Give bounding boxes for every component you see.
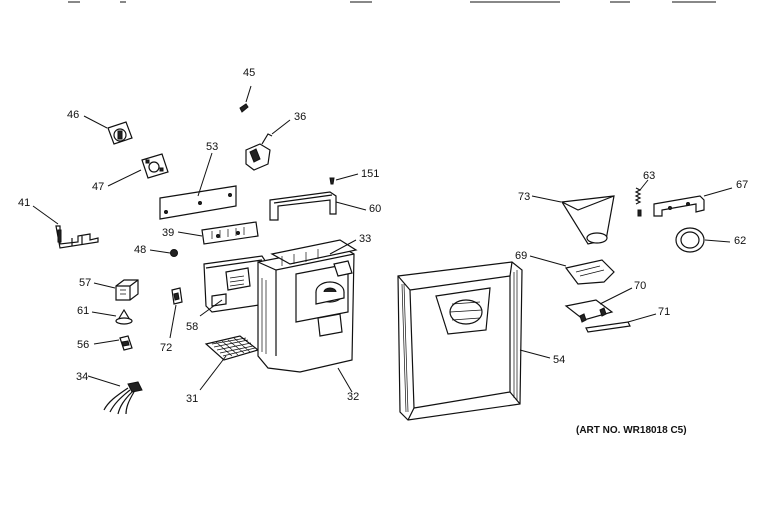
callout-56: 56 xyxy=(77,339,89,351)
callout-70: 70 xyxy=(634,280,646,292)
part-39-board xyxy=(177,221,259,245)
callout-69: 69 xyxy=(515,250,527,262)
callout-47: 47 xyxy=(92,181,104,193)
part-53-cover-plate xyxy=(159,152,237,220)
callout-41: 41 xyxy=(18,197,30,209)
callout-72: 72 xyxy=(160,342,172,354)
part-151-screw xyxy=(329,173,359,185)
part-58-frame xyxy=(199,255,267,317)
part-60-bracket xyxy=(269,191,367,221)
part-41-bracket xyxy=(32,205,99,249)
callout-63: 63 xyxy=(643,170,655,182)
callout-31: 31 xyxy=(186,393,198,405)
part-46-knob xyxy=(83,115,133,145)
callout-48: 48 xyxy=(134,244,146,256)
callout-34: 34 xyxy=(76,371,88,383)
part-62-ring xyxy=(675,227,731,253)
part-47-housing xyxy=(107,153,169,187)
part-61-cap xyxy=(91,308,133,325)
part-56-valve xyxy=(93,335,133,351)
callout-62: 62 xyxy=(734,235,746,247)
callout-151: 151 xyxy=(361,168,379,180)
part-73-funnel xyxy=(531,195,615,245)
callout-54: 54 xyxy=(553,354,565,366)
callout-53: 53 xyxy=(206,141,218,153)
callout-39: 39 xyxy=(162,227,174,239)
part-63-spring xyxy=(634,179,649,217)
callout-73: 73 xyxy=(518,191,530,203)
part-72-switch xyxy=(169,287,183,339)
callout-57: 57 xyxy=(79,277,91,289)
part-57-block xyxy=(93,279,139,301)
callout-61: 61 xyxy=(77,305,89,317)
part-33-chute xyxy=(270,239,358,305)
art-number: (ART NO. WR18018 C5) xyxy=(576,425,687,436)
callout-71: 71 xyxy=(658,306,670,318)
part-31-tray xyxy=(199,335,260,391)
callout-labels: 45 46 36 53 47 151 41 60 39 33 48 57 61 … xyxy=(18,67,748,405)
part-34-harness xyxy=(87,375,143,415)
part-45-clip xyxy=(239,85,252,113)
callout-36: 36 xyxy=(294,111,306,123)
part-67-bracket xyxy=(653,187,733,217)
part-69-flap xyxy=(529,255,615,285)
part-36-actuator xyxy=(245,119,291,171)
callout-33: 33 xyxy=(359,233,371,245)
callout-32: 32 xyxy=(347,391,359,403)
part-48-nut xyxy=(149,249,178,257)
part-71-rod xyxy=(585,313,657,333)
callout-67: 67 xyxy=(736,179,748,191)
part-54-door-panel xyxy=(397,261,551,421)
part-70-lever xyxy=(564,287,633,323)
callout-60: 60 xyxy=(369,203,381,215)
callout-58: 58 xyxy=(186,321,198,333)
callout-45: 45 xyxy=(243,67,255,79)
callout-46: 46 xyxy=(67,109,79,121)
